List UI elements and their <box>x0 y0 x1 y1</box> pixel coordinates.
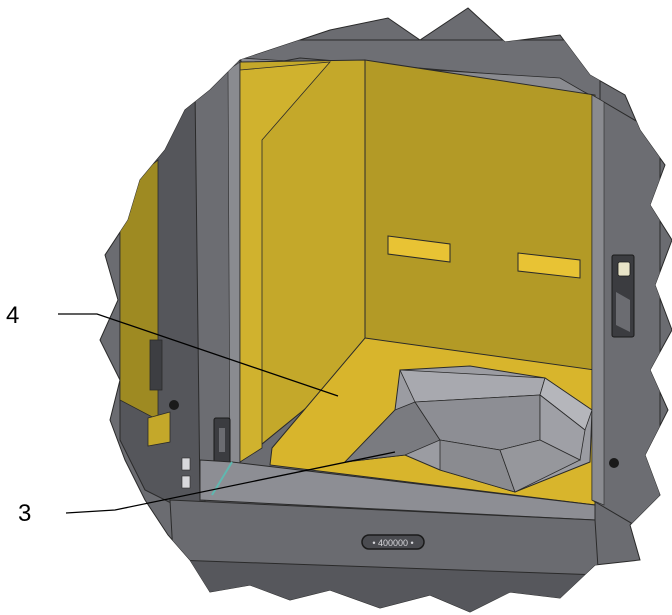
interior-back-wall <box>364 59 596 391</box>
callout-4: 4 <box>6 302 19 329</box>
left-small-hinge-1 <box>181 457 191 471</box>
hopper-front-facet-2 <box>499 439 581 493</box>
nameplate: • 400000 • <box>361 534 425 550</box>
left-bolt <box>169 400 179 410</box>
nameplate-text: • 400000 • <box>372 538 413 548</box>
left-small-hinge-2 <box>181 475 191 489</box>
left-latch-slot <box>219 428 225 452</box>
left-door-inner-edge <box>227 61 241 473</box>
right-latch-slot <box>616 292 630 332</box>
right-latch-knob <box>617 261 631 277</box>
callout-3: 3 <box>18 500 31 527</box>
leader-line-4 <box>58 313 339 397</box>
front-bottom-rim <box>199 459 596 521</box>
leader-line-3 <box>65 451 396 514</box>
interior-left-panel-edge <box>239 61 331 463</box>
back-wall-slot-left <box>387 235 451 263</box>
left-yellow-tab <box>147 411 171 447</box>
left-slot <box>149 339 163 391</box>
right-door-inner-edge <box>591 94 605 506</box>
hopper-left-slope <box>343 401 441 463</box>
right-bolt <box>609 458 619 468</box>
back-wall-slot-right <box>517 252 581 279</box>
